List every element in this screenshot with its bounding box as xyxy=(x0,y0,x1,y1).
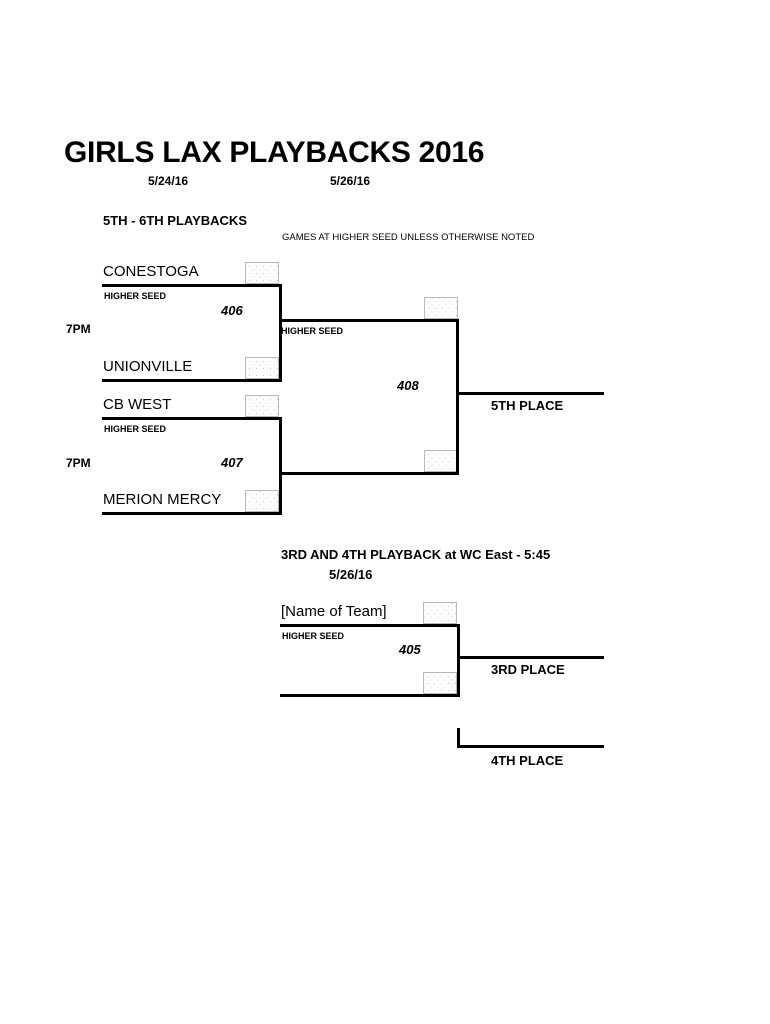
score-box-408-upper[interactable] xyxy=(424,297,458,319)
advance-slot-line-lower xyxy=(279,472,457,475)
bracket-connector-408 xyxy=(456,319,459,475)
result-label-third-place: 3RD PLACE xyxy=(491,662,565,677)
game-number-408: 408 xyxy=(397,378,419,393)
team-name-conestoga: CONESTOGA xyxy=(103,263,199,280)
score-box-conestoga[interactable] xyxy=(245,262,279,284)
team-name-unionville: UNIONVILLE xyxy=(103,358,193,375)
score-box-408-lower[interactable] xyxy=(424,450,458,472)
section-date-third-fourth: 5/26/16 xyxy=(329,567,373,582)
game-number-407: 407 xyxy=(221,455,243,470)
team-slot-line xyxy=(280,694,458,697)
team-name-placeholder: [Name of Team] xyxy=(281,603,387,620)
score-box-cb-west[interactable] xyxy=(245,395,279,417)
section-heading-third-fourth: 3RD AND 4TH PLAYBACK at WC East - 5:45 xyxy=(281,547,551,562)
bracket-connector-406 xyxy=(279,284,282,382)
game-number-406: 406 xyxy=(221,303,243,318)
venue-note: GAMES AT HIGHER SEED UNLESS OTHERWISE NO… xyxy=(282,232,535,243)
date-round-one: 5/24/16 xyxy=(148,174,189,188)
score-box-405-upper[interactable] xyxy=(423,602,457,624)
advance-slot-line-upper xyxy=(279,319,457,322)
team-slot-line xyxy=(102,512,280,515)
team-slot-line xyxy=(280,624,458,627)
higher-seed-label: HIGHER SEED xyxy=(281,326,344,336)
score-box-405-lower[interactable] xyxy=(423,672,457,694)
higher-seed-label: HIGHER SEED xyxy=(282,631,345,641)
team-name-cb-west: CB WEST xyxy=(103,396,172,413)
game-time-407: 7PM xyxy=(66,456,91,470)
bracket-connector-407 xyxy=(279,417,282,515)
date-round-two: 5/26/16 xyxy=(330,174,371,188)
higher-seed-label: HIGHER SEED xyxy=(104,424,167,434)
result-label-fifth-place: 5TH PLACE xyxy=(491,398,564,413)
game-number-405: 405 xyxy=(399,642,421,657)
winner-line-fifth xyxy=(456,392,604,395)
higher-seed-label: HIGHER SEED xyxy=(104,291,167,301)
team-name-merion-mercy: MERION MERCY xyxy=(103,491,222,508)
score-box-unionville[interactable] xyxy=(245,357,279,379)
team-slot-line xyxy=(102,379,280,382)
score-box-merion-mercy[interactable] xyxy=(245,490,279,512)
loser-line-fourth xyxy=(457,745,604,748)
team-slot-line xyxy=(102,417,280,420)
bracket-connector-405 xyxy=(457,624,460,697)
loser-connector-fourth xyxy=(457,728,460,748)
winner-line-third xyxy=(457,656,604,659)
game-time-406: 7PM xyxy=(66,322,91,336)
page-title: GIRLS LAX PLAYBACKS 2016 xyxy=(64,136,485,169)
result-label-fourth-place: 4TH PLACE xyxy=(491,753,564,768)
section-heading-playbacks: 5TH - 6TH PLAYBACKS xyxy=(103,213,247,228)
team-slot-line xyxy=(102,284,280,287)
